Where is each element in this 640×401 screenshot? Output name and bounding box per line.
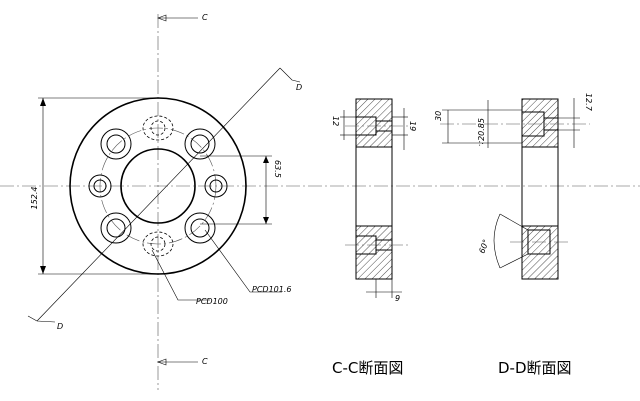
section-line-dd	[36, 67, 281, 322]
dim-dd60-arc	[493, 213, 501, 269]
section-arrow-d-top	[279, 67, 301, 83]
marker-c-top: C	[202, 13, 208, 22]
dim-hole-arrow-bottom	[263, 217, 269, 224]
marker-d-bottom: D	[57, 322, 63, 331]
section-arrow-c-bottom-head	[157, 358, 167, 366]
cc-section-title: C-C断面図	[332, 359, 403, 377]
hidden-hole-top	[142, 115, 174, 141]
pcd-circle	[99, 127, 217, 245]
pcd101-leader	[204, 229, 282, 293]
small-hole-left	[88, 174, 112, 198]
dim-dd127-label: 12.7	[584, 93, 593, 112]
dim-hole-arrow-top	[263, 156, 269, 163]
pcd101-label: PCD101.6	[252, 285, 291, 294]
dim-cc9-label: 9	[395, 294, 400, 303]
small-hole-right	[204, 174, 228, 198]
dd-section-title: D-D断面図	[498, 359, 572, 377]
dim-dd30-label: 30	[434, 111, 443, 121]
dim-cc12-label: 12	[331, 116, 340, 126]
dd-section-top-part	[521, 98, 559, 148]
cc-section-bottom-part	[355, 225, 393, 280]
marker-c-bottom: C	[202, 357, 208, 366]
pcd100-leader	[151, 249, 210, 301]
dim-dd60-ext-top	[499, 213, 529, 231]
bolt-hole-bottom-right	[184, 212, 216, 244]
dim-outer-arrow-bottom	[40, 266, 46, 274]
dim-outer-diameter-label: 152.4	[30, 187, 39, 210]
bolt-hole-top-right	[184, 128, 216, 160]
front-view	[0, 14, 640, 390]
bore-circle	[120, 148, 196, 224]
cc-section-top-part	[355, 98, 393, 148]
dim-cc19-label: 19	[408, 121, 417, 131]
cc-section-view	[340, 98, 410, 298]
dim-dd60-label: 60°	[477, 238, 490, 254]
dim-hole-offset-label: 63.5	[273, 160, 282, 178]
dd-section-view	[440, 98, 590, 280]
hidden-hole-bottom	[142, 231, 174, 257]
bolt-hole-top-left	[100, 128, 132, 160]
pcd100-label: PCD100	[196, 297, 228, 306]
section-arrow-d-bottom	[27, 315, 56, 323]
bolt-hole-bottom-left	[100, 212, 132, 244]
marker-d-top: D	[296, 83, 302, 92]
section-arrow-c-top-head	[157, 14, 167, 22]
dim-dd60-ext-bottom	[499, 253, 529, 269]
dim-outer-arrow-top	[40, 98, 46, 106]
dim-dd2085-label: ∵20.85	[477, 118, 486, 146]
dd-section-bottom-part	[521, 225, 559, 280]
